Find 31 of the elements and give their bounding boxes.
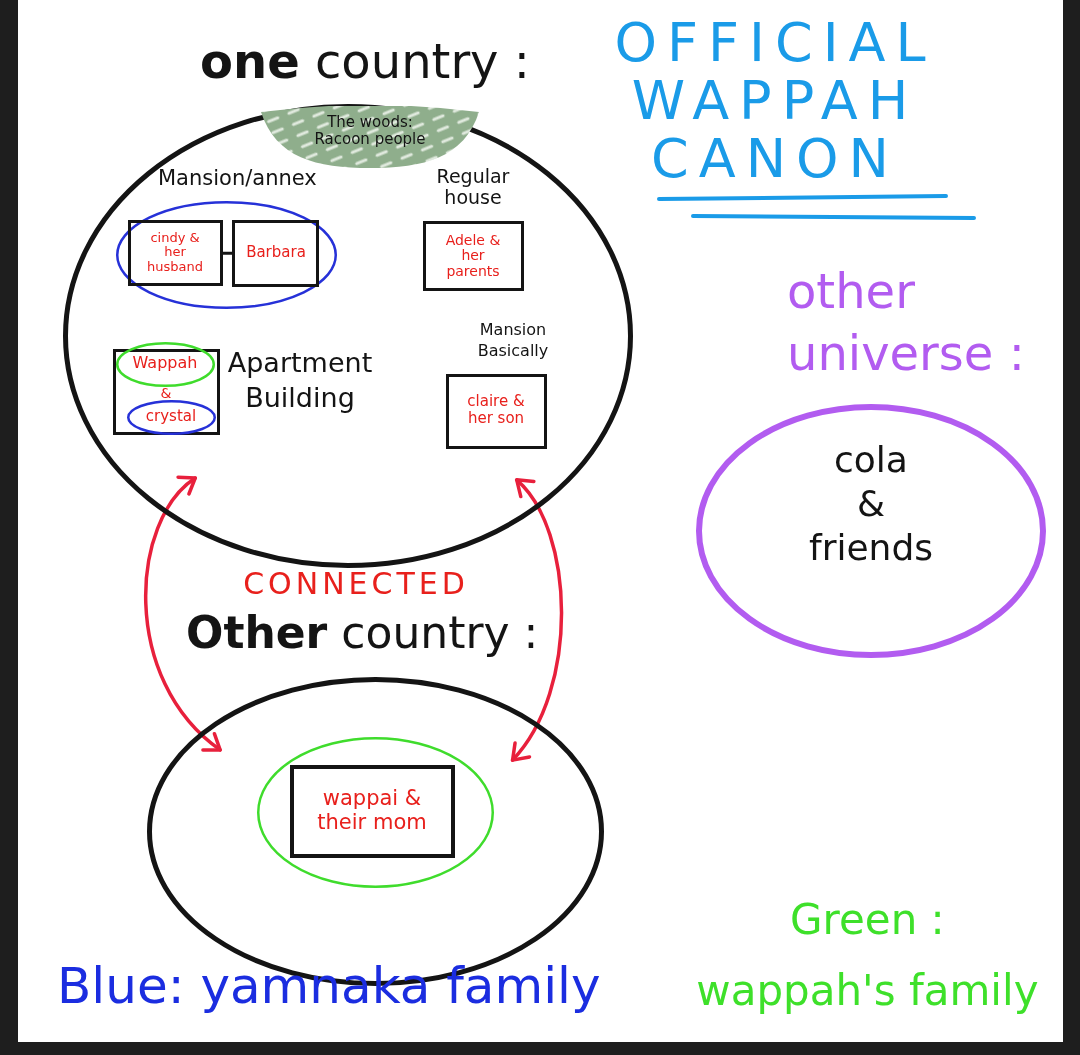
legend-entry: Blue: yamnaka family <box>57 958 601 1016</box>
resident-label: cindy & her husband <box>146 231 204 274</box>
double-arrow <box>510 478 564 762</box>
building-label: Mansion/annex <box>158 166 317 191</box>
resident-label: claire & her son <box>466 393 526 428</box>
resident-label: Wappah <box>132 354 198 373</box>
connector-line <box>221 251 234 255</box>
family-ellipse <box>127 400 216 435</box>
family-ellipse <box>116 342 215 387</box>
woods-area <box>259 106 481 168</box>
resident-label: Barbara <box>245 244 307 262</box>
legend-entry: Green : wappah's family <box>695 894 1040 1018</box>
house-box <box>128 220 223 286</box>
building-label: Mansion Basically <box>477 320 549 362</box>
resident-label: Adele & her parents <box>445 233 501 280</box>
resident-label: wappai & their mom <box>316 786 428 835</box>
region-heading: Other country : <box>186 608 539 659</box>
area-label: The woods: Racoon people <box>313 114 427 147</box>
region-heading: one country : <box>200 34 530 90</box>
house-box <box>290 765 455 858</box>
diagram-title: OFFICIAL WAPPAH CANON <box>613 14 937 188</box>
family-ellipse <box>257 737 494 888</box>
building-label: Apartment Building <box>227 346 373 416</box>
region-heading: other universe : <box>787 262 1026 384</box>
resident-label: cola & friends <box>808 438 934 570</box>
resident-label: crystal <box>145 408 197 426</box>
double-arrow <box>144 476 222 752</box>
and-label: & <box>160 385 172 402</box>
connection-label: CONNECTED <box>243 567 469 602</box>
building-label: Regular house <box>436 166 510 208</box>
house-box <box>232 220 319 287</box>
